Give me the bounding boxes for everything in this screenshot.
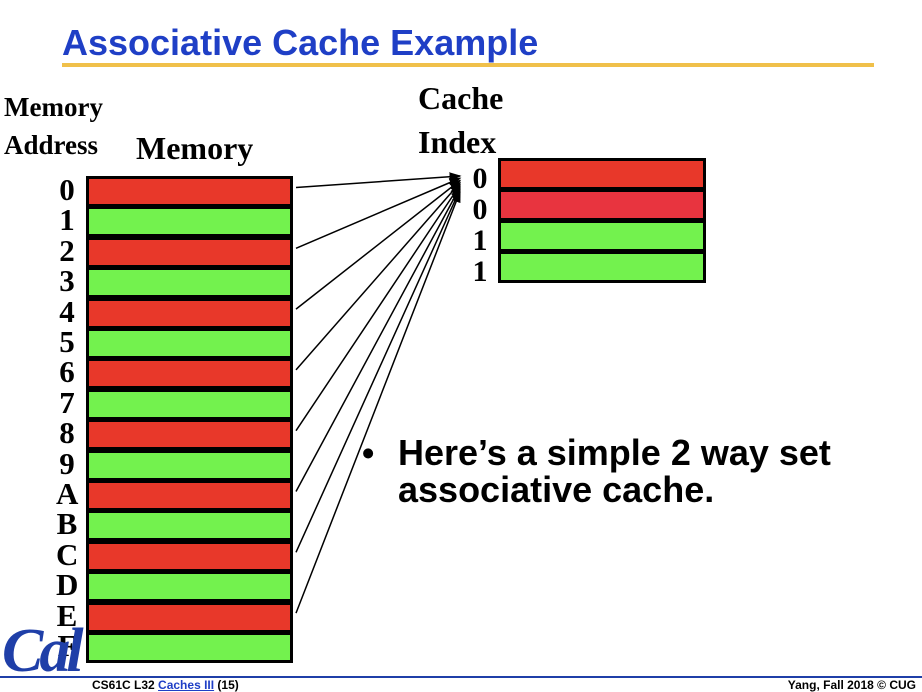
memory-address-1: 1 — [59, 202, 75, 238]
bullet-text: Here’s a simple 2 way set associative ca… — [398, 432, 831, 510]
memory-block-5 — [86, 328, 293, 359]
memory-block-F — [86, 632, 293, 663]
arrow-from-2 — [295, 177, 462, 249]
memory-block-C — [86, 540, 293, 572]
cache-index-label-line1: Cache — [418, 80, 504, 116]
memory-block-A — [86, 480, 293, 511]
memory-address-D: D — [56, 567, 79, 603]
memory-address-label-line2: Address — [4, 130, 99, 160]
cal-logo: Cal — [2, 617, 84, 685]
title-underline — [62, 63, 874, 67]
cache-block-2 — [498, 220, 706, 252]
cache-block-0 — [498, 158, 706, 190]
cache-index-label: 1 — [472, 224, 488, 257]
cache-block-3 — [498, 251, 706, 283]
footer-credit: Yang, Fall 2018 © CUG — [787, 678, 916, 692]
memory-address-0: 0 — [59, 172, 75, 207]
memory-block-2 — [86, 236, 293, 268]
memory-address-C: C — [56, 536, 79, 572]
memory-address-4: 4 — [59, 293, 75, 329]
footer-page: (15) — [217, 678, 239, 692]
footer-course-code: CS61C L32 — [92, 678, 155, 692]
arrow-from-6 — [295, 181, 461, 371]
memory-address-F: F — [57, 628, 77, 663]
memory-block-1 — [86, 206, 293, 238]
memory-label: Memory — [136, 130, 254, 166]
cache-block-1 — [498, 189, 706, 221]
cache-index-label: 1 — [472, 255, 488, 288]
bullet-marker: • — [362, 434, 375, 473]
memory-address-A: A — [56, 476, 79, 511]
slide-title: Associative Cache Example — [62, 22, 539, 63]
footer-link[interactable]: Caches III — [158, 678, 215, 692]
footer-course: CS61C L32 Caches III (15) — [92, 678, 239, 692]
memory-block-0 — [86, 176, 293, 207]
cache-index-label: 0 — [472, 162, 488, 195]
memory-address-2: 2 — [59, 232, 75, 268]
cache-index-label: 0 — [472, 193, 488, 226]
arrow-from-A — [295, 185, 461, 492]
arrow-from-C — [295, 188, 461, 553]
memory-block-9 — [86, 449, 293, 481]
arrow-from-4 — [295, 179, 462, 310]
memory-address-B: B — [56, 506, 78, 542]
memory-block-E — [86, 601, 293, 633]
memory-address-9: 9 — [59, 445, 75, 481]
memory-address-label-line1: Memory — [4, 92, 103, 122]
cache-index-label-line2: Index — [418, 124, 497, 160]
arrow-from-E — [295, 190, 461, 614]
memory-address-5: 5 — [59, 324, 75, 359]
memory-block-7 — [86, 388, 293, 420]
memory-block-8 — [86, 419, 293, 451]
arrow-from-8 — [295, 183, 461, 432]
memory-address-6: 6 — [59, 354, 75, 390]
memory-block-3 — [86, 267, 293, 299]
memory-block-6 — [86, 358, 293, 390]
memory-block-D — [86, 571, 293, 603]
memory-address-7: 7 — [59, 384, 75, 420]
memory-address-8: 8 — [59, 415, 75, 451]
memory-block-4 — [86, 297, 293, 329]
footer-rule — [0, 676, 922, 678]
memory-address-3: 3 — [59, 263, 75, 299]
memory-address-E: E — [56, 597, 78, 633]
arrow-from-0 — [295, 172, 462, 189]
memory-block-B — [86, 510, 293, 542]
